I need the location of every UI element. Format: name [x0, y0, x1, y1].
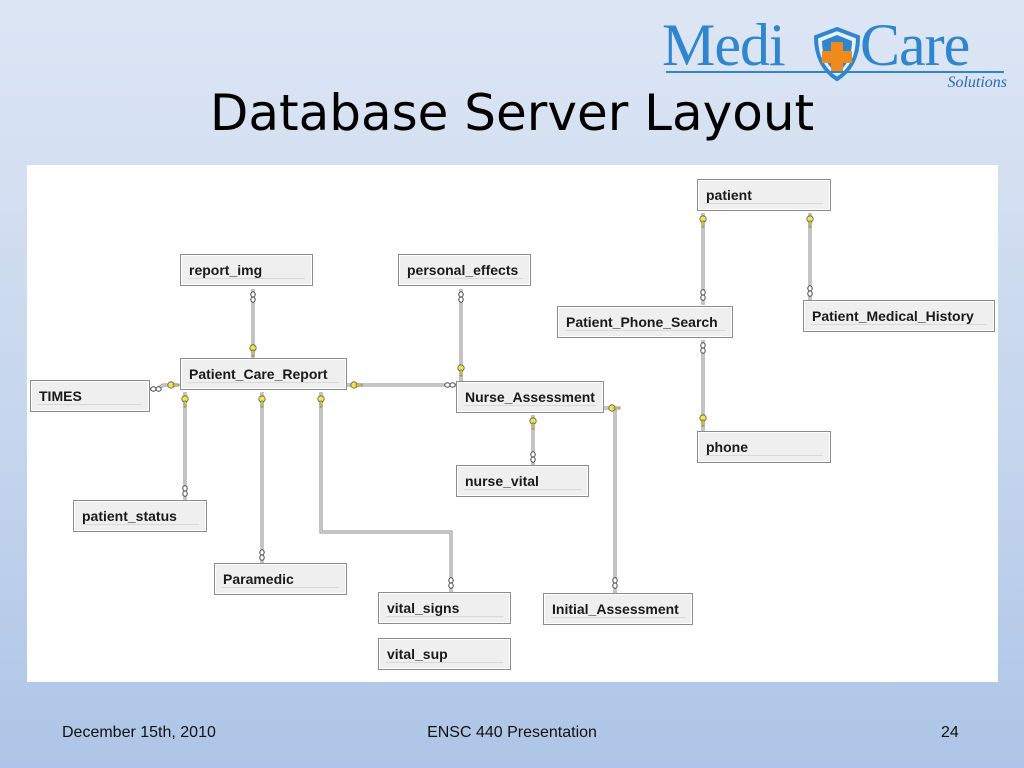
table-vital-sup[interactable]: vital_sup	[378, 638, 511, 670]
table-name: patient_status	[82, 508, 177, 524]
table-divider	[464, 405, 596, 406]
relationship-lines	[150, 213, 814, 593]
table-divider	[406, 278, 523, 279]
table-name: vital_sup	[387, 646, 448, 662]
table-name: phone	[706, 439, 748, 455]
logo-tagline: Solutions	[947, 74, 1007, 91]
table-divider	[551, 617, 685, 618]
slide-number: 24	[941, 724, 959, 741]
table-divider	[464, 489, 581, 490]
medical-shield-icon	[813, 26, 861, 82]
table-divider	[386, 662, 503, 663]
table-name: nurse_vital	[465, 473, 539, 489]
table-name: patient	[706, 187, 752, 203]
table-divider	[188, 382, 339, 383]
table-divider	[386, 616, 503, 617]
mediCare-logo: Medi Care Solutions	[662, 10, 1007, 100]
table-divider	[705, 455, 823, 456]
table-name: Patient_Phone_Search	[566, 314, 718, 330]
logo-word-medi: Medi	[662, 12, 786, 78]
database-diagram: patient report_img personal_effects Pati…	[27, 165, 998, 682]
table-name: Patient_Care_Report	[189, 366, 328, 382]
logo-underline	[666, 71, 1004, 73]
table-name: Nurse_Assessment	[465, 389, 595, 405]
table-patient-medical-history[interactable]: Patient_Medical_History	[803, 300, 995, 332]
table-patient-phone-search[interactable]: Patient_Phone_Search	[557, 306, 733, 338]
logo-word-care: Care	[860, 12, 970, 78]
table-divider	[81, 524, 199, 525]
table-patient-status[interactable]: patient_status	[73, 500, 207, 532]
table-patient[interactable]: patient	[697, 179, 831, 211]
table-name: Patient_Medical_History	[812, 308, 974, 324]
table-paramedic[interactable]: Paramedic	[214, 563, 347, 595]
table-name: personal_effects	[407, 262, 519, 278]
footer-date: December 15th, 2010	[62, 724, 216, 741]
table-name: Initial_Assessment	[552, 601, 679, 617]
table-initial-assessment[interactable]: Initial_Assessment	[543, 593, 693, 625]
table-patient-care-report[interactable]: Patient_Care_Report	[180, 358, 347, 390]
table-nurse-assessment[interactable]: Nurse_Assessment	[456, 381, 604, 413]
slide-title: Database Server Layout	[209, 84, 815, 142]
table-phone[interactable]: phone	[697, 431, 831, 463]
table-report-img[interactable]: report_img	[180, 254, 313, 286]
table-vital-signs[interactable]: vital_signs	[378, 592, 511, 624]
table-name: vital_signs	[387, 600, 460, 616]
footer-event: ENSC 440 Presentation	[427, 724, 597, 741]
table-personal-effects[interactable]: personal_effects	[398, 254, 531, 286]
table-name: report_img	[189, 262, 263, 278]
table-times[interactable]: TIMES	[30, 380, 150, 412]
table-divider	[188, 278, 305, 279]
table-name: Paramedic	[223, 571, 294, 587]
table-divider	[222, 587, 339, 588]
table-divider	[38, 404, 142, 405]
table-name: TIMES	[39, 388, 82, 404]
table-divider	[705, 203, 823, 204]
table-divider	[811, 324, 987, 325]
table-divider	[565, 330, 725, 331]
table-nurse-vital[interactable]: nurse_vital	[456, 465, 589, 497]
